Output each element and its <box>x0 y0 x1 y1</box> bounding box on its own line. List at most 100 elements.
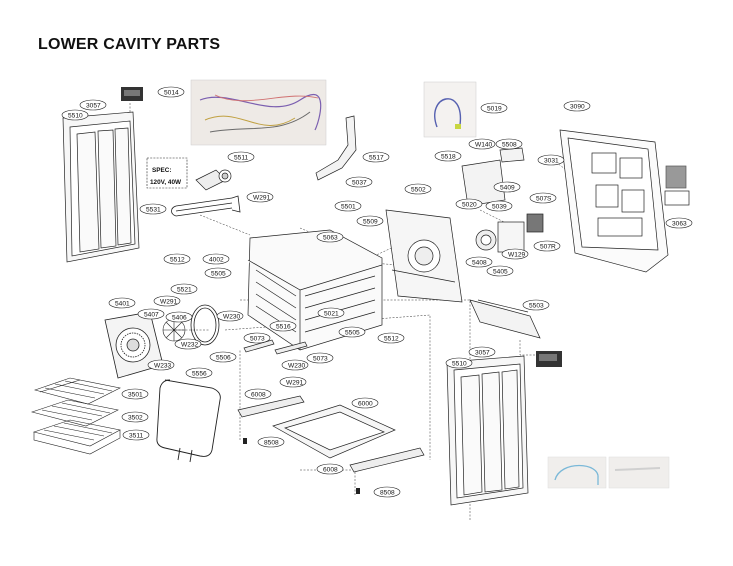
spec-line-1: SPEC: <box>152 167 172 174</box>
svg-text:W291: W291 <box>160 299 178 306</box>
callout-507S: 507S <box>529 192 557 204</box>
svg-text:5510: 5510 <box>68 113 83 120</box>
svg-text:5063: 5063 <box>323 235 338 242</box>
svg-text:5020: 5020 <box>462 202 477 209</box>
callout-5512-left: 5512 <box>163 253 191 265</box>
svg-text:5509: 5509 <box>363 219 378 226</box>
callout-8508-a: 8508 <box>257 436 285 448</box>
callout-5063: 5063 <box>316 231 344 243</box>
svg-text:5512: 5512 <box>170 257 185 264</box>
svg-text:3511: 3511 <box>129 433 144 440</box>
bracket-5517 <box>315 115 357 181</box>
spec-line-2: 120V, 40W <box>150 179 182 186</box>
svg-text:5039: 5039 <box>492 204 507 211</box>
callout-507R: 507R <box>533 240 561 252</box>
svg-text:W291: W291 <box>253 195 271 202</box>
svg-text:5014: 5014 <box>164 90 179 97</box>
oven-cavity <box>247 229 383 351</box>
callout-3501: 3501 <box>121 388 149 400</box>
callout-5531: 5531 <box>139 203 167 215</box>
oven-racks <box>30 377 121 455</box>
svg-text:5409: 5409 <box>500 185 515 192</box>
callout-5518: 5518 <box>434 150 462 162</box>
callout-6008-a: 6008 <box>244 388 272 400</box>
svg-text:8508: 8508 <box>380 490 395 497</box>
callout-5521: 5521 <box>170 283 198 295</box>
svg-text:5408: 5408 <box>472 260 487 267</box>
svg-text:3057: 3057 <box>475 350 490 357</box>
connector-photo-bottom <box>536 351 562 367</box>
svg-text:5510: 5510 <box>452 361 467 368</box>
callout-W233: W233 <box>147 359 175 371</box>
svg-text:5021: 5021 <box>324 311 339 318</box>
svg-text:5505: 5505 <box>211 271 226 278</box>
callout-5401: 5401 <box>108 297 136 309</box>
gasket-photo-right <box>608 456 670 489</box>
callout-5406: 5406 <box>165 311 193 323</box>
callout-4002: 4002 <box>202 253 230 265</box>
callout-5508: 5508 <box>495 138 523 150</box>
svg-text:3063: 3063 <box>672 221 687 228</box>
callout-5505-b: 5505 <box>338 326 366 338</box>
rear-wall-5509 <box>385 209 463 303</box>
svg-text:3090: 3090 <box>570 104 585 111</box>
callout-W232: W232 <box>174 338 202 350</box>
callout-5512-right: 5512 <box>377 332 405 344</box>
bracket-5503 <box>469 299 541 339</box>
door-panel-right <box>446 355 529 506</box>
gasket-photo-left <box>547 456 607 489</box>
callout-5503: 5503 <box>522 299 550 311</box>
callout-5556: 5556 <box>185 367 213 379</box>
svg-text:5518: 5518 <box>441 154 456 161</box>
callout-5405: 5405 <box>486 265 514 277</box>
svg-text:5511: 5511 <box>234 155 249 162</box>
svg-text:507S: 507S <box>536 196 552 203</box>
callout-5502: 5502 <box>404 183 432 195</box>
svg-text:W140: W140 <box>475 142 493 149</box>
broil-element-5531 <box>171 195 241 217</box>
floor-panel-6000 <box>272 404 396 459</box>
callout-3057-bottom: 3057 <box>468 346 496 358</box>
svg-text:5502: 5502 <box>411 187 426 194</box>
rails-5073 <box>243 339 308 355</box>
screws-8508 <box>243 438 360 494</box>
svg-text:W230: W230 <box>223 314 241 321</box>
callout-W129: W129 <box>501 248 529 260</box>
svg-text:5019: 5019 <box>487 106 502 113</box>
callout-5019: 5019 <box>480 102 508 114</box>
svg-text:5521: 5521 <box>177 287 192 294</box>
svg-text:5516: 5516 <box>276 324 291 331</box>
svg-text:3501: 3501 <box>128 392 143 399</box>
svg-text:5531: 5531 <box>146 207 161 214</box>
callout-6000: 6000 <box>351 397 379 409</box>
svg-text:5517: 5517 <box>369 155 384 162</box>
connector-photo-top <box>121 87 143 101</box>
svg-text:5073: 5073 <box>313 356 328 363</box>
callout-5073-a: 5073 <box>243 332 271 344</box>
callout-5409: 5409 <box>493 181 521 193</box>
svg-text:3031: 3031 <box>544 158 559 165</box>
callout-5407: 5407 <box>137 308 165 320</box>
back-panel-3090 <box>559 129 690 273</box>
svg-text:5503: 5503 <box>529 303 544 310</box>
svg-text:W291: W291 <box>286 380 304 387</box>
callout-5021: 5021 <box>317 307 345 319</box>
svg-text:3057: 3057 <box>86 103 101 110</box>
oven-light-5511 <box>195 169 232 191</box>
door-panel-left <box>62 111 140 263</box>
callout-3063: 3063 <box>665 217 693 229</box>
svg-text:5407: 5407 <box>144 312 159 319</box>
callout-3511: 3511 <box>122 429 150 441</box>
svg-text:5401: 5401 <box>115 301 130 308</box>
svg-text:6000: 6000 <box>358 401 373 408</box>
bottom-bracket-6008-b <box>349 447 425 473</box>
callout-5037: 5037 <box>345 176 373 188</box>
svg-text:5505: 5505 <box>345 330 360 337</box>
callout-5517: 5517 <box>362 151 390 163</box>
callout-3031: 3031 <box>537 154 565 166</box>
svg-text:W233: W233 <box>154 363 172 370</box>
callout-W230-b: W230 <box>281 359 309 371</box>
callout-5511: 5511 <box>227 151 255 163</box>
callout-labels: 5014 5019 3090 3057 5510 5511 5517 5518 … <box>61 86 693 498</box>
callout-W291-mid: W291 <box>153 295 181 307</box>
